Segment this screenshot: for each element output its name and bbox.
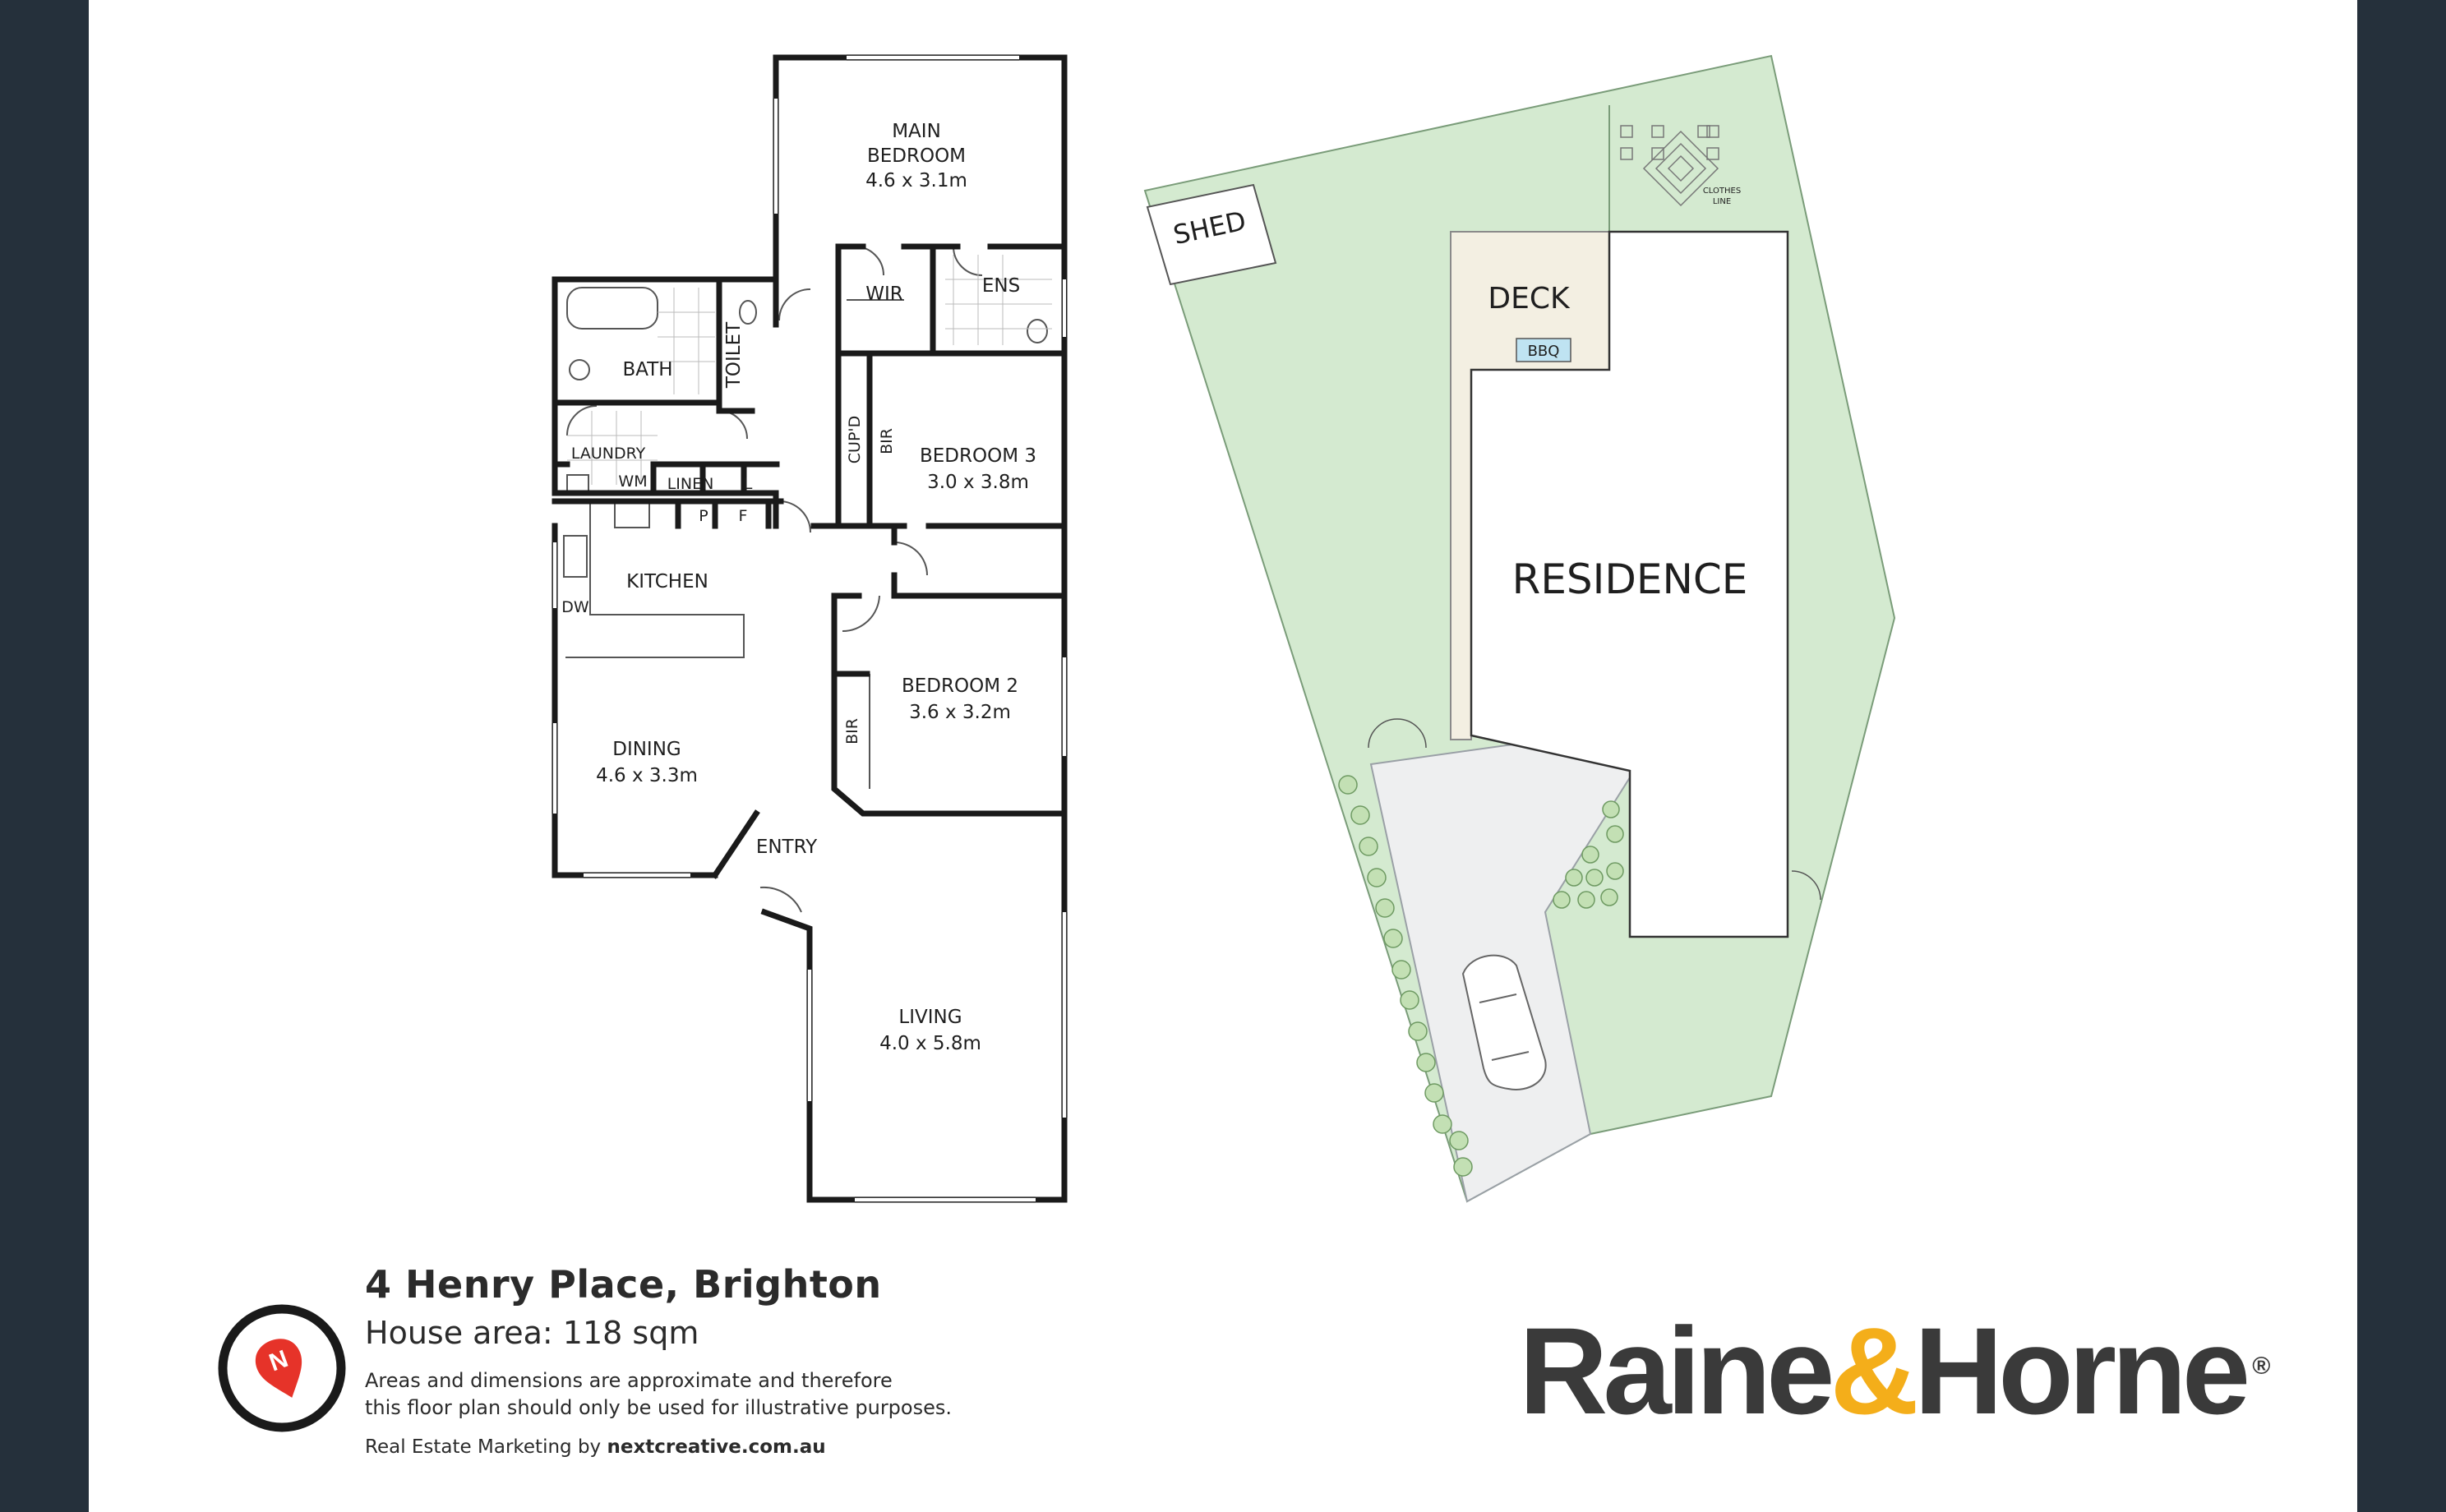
disclaimer: Areas and dimensions are approximate and… bbox=[365, 1367, 1105, 1422]
marketing-credit: Real Estate Marketing by nextcreative.co… bbox=[365, 1436, 826, 1458]
door-swing bbox=[893, 542, 928, 576]
tile-grid bbox=[567, 255, 1052, 485]
clothes-line-label-1: CLOTHES bbox=[1703, 187, 1741, 196]
residence-label: RESIDENCE bbox=[1512, 555, 1748, 603]
bath-basin bbox=[569, 359, 590, 380]
site-plan: SHED DECK BBQ RESIDENCE CLOTHES LINE bbox=[1143, 54, 1896, 1203]
bedroom3-dims: 3.0 x 3.8m bbox=[927, 472, 1029, 493]
ensuite-toilet bbox=[1027, 319, 1048, 343]
window-sills bbox=[552, 54, 1068, 1203]
brand-word-1: Raine bbox=[1519, 1302, 1834, 1440]
living-label: LIVING bbox=[898, 1007, 962, 1028]
bir-bed2-label: BIR bbox=[843, 718, 861, 744]
shrubs bbox=[1338, 775, 1624, 1177]
disclaimer-line-1: Areas and dimensions are approximate and… bbox=[365, 1369, 893, 1392]
dining-dims: 4.6 x 3.3m bbox=[596, 765, 698, 786]
walls bbox=[552, 54, 1068, 1203]
bbq bbox=[1516, 338, 1571, 362]
door-swing bbox=[718, 410, 748, 440]
car-icon bbox=[1461, 954, 1547, 1090]
windows bbox=[553, 56, 1066, 1201]
floor-plan-sheet: MAIN BEDROOM 4.6 x 3.1m WIR ENS BATH TOI… bbox=[89, 0, 2357, 1512]
l-label: L bbox=[744, 475, 753, 493]
dining-label: DINING bbox=[612, 739, 681, 760]
bath-label: BATH bbox=[622, 359, 672, 380]
linen-label: LINEN bbox=[667, 475, 714, 493]
toilet-label: TOILET bbox=[723, 321, 745, 389]
bedroom2-dims: 3.6 x 3.2m bbox=[909, 702, 1011, 723]
door-swing bbox=[953, 246, 983, 276]
house-area: House area: 118 sqm bbox=[365, 1315, 699, 1351]
disclaimer-line-2: this floor plan should only be used for … bbox=[365, 1396, 952, 1419]
wir-label: WIR bbox=[865, 284, 903, 305]
floor-plan: MAIN BEDROOM 4.6 x 3.1m WIR ENS BATH TOI… bbox=[552, 54, 1068, 1203]
door-swing bbox=[854, 246, 884, 276]
clothes-line-icon bbox=[1620, 125, 1719, 207]
bedroom2-label: BEDROOM 2 bbox=[902, 675, 1018, 697]
f-label: F bbox=[739, 507, 748, 525]
property-address: 4 Henry Place, Brighton bbox=[365, 1262, 882, 1307]
door-swing bbox=[759, 886, 802, 913]
main-bedroom-label: MAIN bbox=[892, 121, 941, 142]
nextcreative-logo: N bbox=[218, 1304, 346, 1432]
registered-mark: ® bbox=[2252, 1353, 2271, 1380]
marketing-site: nextcreative.com.au bbox=[607, 1436, 826, 1458]
site-door-arcs bbox=[1368, 718, 1821, 901]
plan-drawing: MAIN BEDROOM 4.6 x 3.1m WIR ENS BATH TOI… bbox=[552, 54, 1896, 1203]
entry-label: ENTRY bbox=[756, 837, 818, 858]
living-dims: 4.0 x 5.8m bbox=[879, 1033, 981, 1054]
door-swing bbox=[842, 595, 880, 633]
marketing-prefix: Real Estate Marketing by bbox=[365, 1436, 607, 1458]
door-swing bbox=[566, 405, 598, 436]
kitchen-bench bbox=[565, 501, 745, 658]
cooktop bbox=[614, 502, 650, 528]
main-bedroom-label-2: BEDROOM bbox=[867, 145, 966, 167]
bathtub bbox=[566, 287, 658, 330]
residence bbox=[1470, 230, 1789, 938]
kitchen-label: KITCHEN bbox=[626, 571, 708, 592]
kitchen-sink bbox=[563, 535, 588, 578]
dw-label: DW bbox=[561, 598, 589, 616]
map-pin-icon: N bbox=[255, 1339, 302, 1398]
bedroom3-label: BEDROOM 3 bbox=[920, 445, 1036, 467]
p-label: P bbox=[699, 507, 708, 525]
brand-ampersand: & bbox=[1830, 1302, 1918, 1440]
cupd-label: CUP'D bbox=[846, 416, 864, 463]
laundry-label: LAUNDRY bbox=[571, 445, 646, 463]
bir-bed3-label: BIR bbox=[878, 428, 896, 454]
deck-label: DECK bbox=[1488, 282, 1571, 316]
brand-word-2: Horne bbox=[1913, 1302, 2250, 1440]
ens-label: ENS bbox=[982, 275, 1020, 297]
shed bbox=[1146, 183, 1277, 286]
raine-horne-wordmark: Raine&Horne® bbox=[1519, 1300, 2270, 1442]
wm-label: WM bbox=[618, 472, 647, 491]
door-swing bbox=[778, 500, 811, 533]
bbq-label: BBQ bbox=[1528, 343, 1560, 360]
door-swing bbox=[778, 288, 811, 321]
toilet-pan bbox=[739, 300, 757, 325]
main-bedroom-dims: 4.6 x 3.1m bbox=[865, 170, 967, 191]
clothes-line-label-2: LINE bbox=[1713, 197, 1731, 206]
logo-ring bbox=[218, 1304, 346, 1432]
